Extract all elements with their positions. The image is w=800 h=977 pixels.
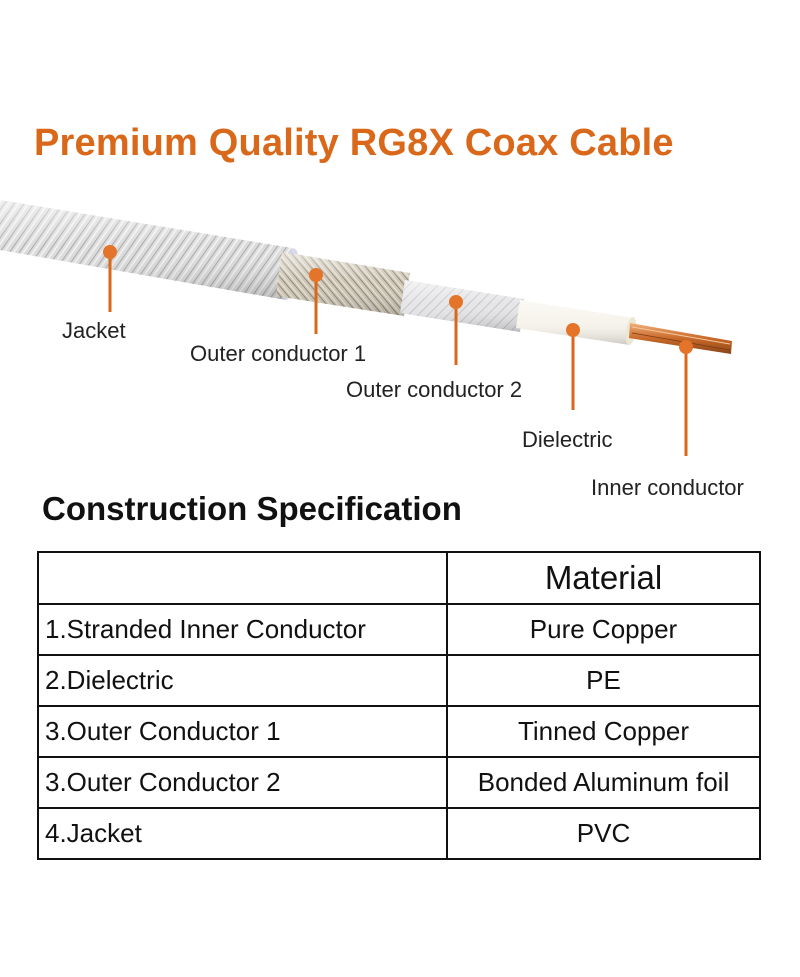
label-outer-conductor-1: Outer conductor 1 [190, 341, 367, 366]
table-row: 2.Dielectric PE [37, 654, 761, 707]
label-dielectric: Dielectric [522, 427, 613, 452]
cell-component: 2.Dielectric [37, 654, 448, 707]
label-jacket: Jacket [62, 318, 126, 343]
cell-material: Bonded Aluminum foil [446, 756, 761, 809]
header-cell-component [37, 551, 448, 605]
page-title: Premium Quality RG8X Coax Cable [34, 122, 674, 164]
inner-conductor-segment [629, 323, 732, 354]
cell-material: Pure Copper [446, 603, 761, 656]
coax-cable-diagram [0, 200, 732, 456]
outer-conductor-1-segment [276, 252, 410, 316]
label-inner-conductor: Inner conductor [591, 475, 744, 500]
outer-conductor-2-segment [400, 280, 524, 332]
cell-component: 3.Outer Conductor 1 [37, 705, 448, 758]
cell-material: Tinned Copper [446, 705, 761, 758]
cell-component: 1.Stranded Inner Conductor [37, 603, 448, 656]
cell-component: 4.Jacket [37, 807, 448, 860]
table-row: 4.Jacket PVC [37, 807, 761, 860]
cell-material: PE [446, 654, 761, 707]
table-header-row: Material [37, 551, 761, 605]
callout-jacket [103, 245, 117, 312]
table-row: 3.Outer Conductor 2 Bonded Aluminum foil [37, 756, 761, 809]
header-cell-material: Material [446, 551, 761, 605]
callout-dielectric [566, 323, 580, 410]
callout-inner-conductor [679, 340, 693, 456]
table-row: 1.Stranded Inner Conductor Pure Copper [37, 603, 761, 656]
cell-component: 3.Outer Conductor 2 [37, 756, 448, 809]
callout-outer-conductor-1 [309, 268, 323, 334]
label-outer-conductor-2: Outer conductor 2 [346, 377, 523, 402]
dielectric-segment [516, 300, 637, 345]
construction-spec-table: Material 1.Stranded Inner Conductor Pure… [37, 551, 761, 860]
jacket-segment [0, 200, 299, 300]
section-title: Construction Specification [42, 490, 462, 527]
table-row: 3.Outer Conductor 1 Tinned Copper [37, 705, 761, 758]
cell-material: PVC [446, 807, 761, 860]
callout-outer-conductor-2 [449, 295, 463, 365]
